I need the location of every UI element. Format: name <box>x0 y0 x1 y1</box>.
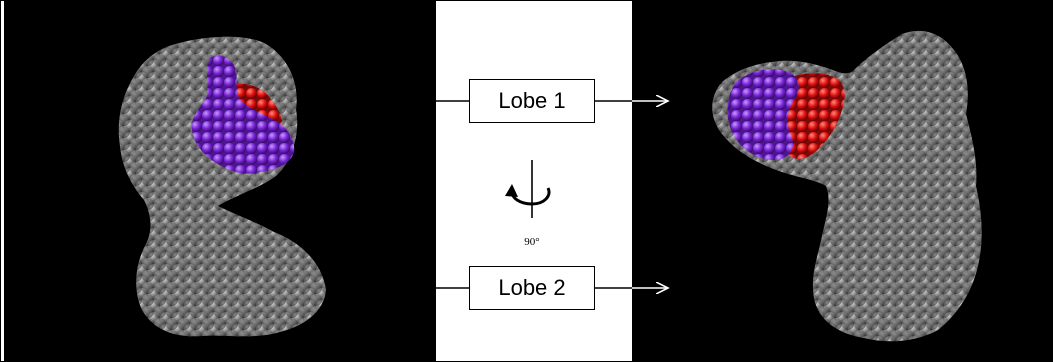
left-structure-panel <box>4 0 436 362</box>
lobe-2-label-box: Lobe 2 <box>469 266 595 310</box>
left-protein-surface <box>118 36 327 337</box>
lobe-1-label: Lobe 1 <box>498 88 566 113</box>
right-protein-surface <box>712 30 982 342</box>
left-purple-region <box>191 55 295 174</box>
rotation-angle-label: 90° <box>524 236 540 248</box>
lobe-2-label: Lobe 2 <box>498 275 566 300</box>
right-purple-region <box>727 69 799 160</box>
lobe-1-label-box: Lobe 1 <box>469 79 595 123</box>
right-structure-panel <box>632 0 1053 362</box>
